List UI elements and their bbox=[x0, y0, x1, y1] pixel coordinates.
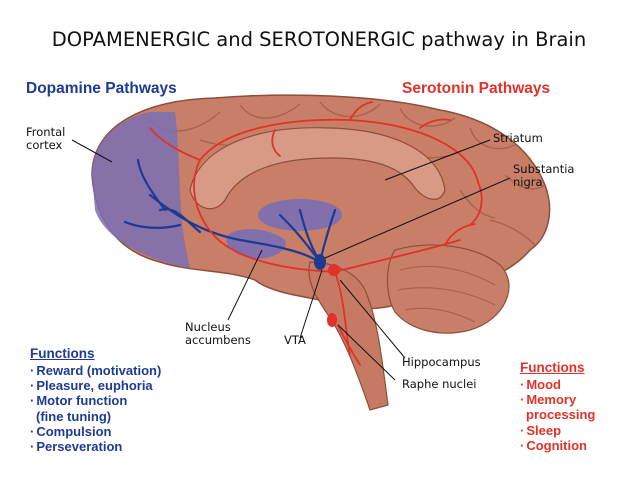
brainstem bbox=[308, 261, 389, 411]
serotonin-functions: Functions Mood Memory processing Sleep C… bbox=[520, 360, 595, 453]
label-frontal-cortex: Frontal cortex bbox=[26, 125, 66, 152]
list-item: Sleep bbox=[520, 423, 595, 438]
label-nucleus-accumbens: Nucleus accumbens bbox=[185, 320, 251, 347]
label-striatum: Striatum bbox=[493, 131, 543, 145]
label-hippocampus: Hippocampus bbox=[402, 355, 481, 369]
label-substantia-nigra: Substantia nigra bbox=[513, 162, 575, 189]
striatum-region bbox=[258, 199, 342, 231]
list-item: Mood bbox=[520, 377, 595, 392]
list-item: Perseveration bbox=[30, 439, 161, 454]
raphe-nucleus bbox=[327, 313, 337, 327]
vta-nucleus bbox=[314, 254, 326, 270]
list-item: Cognition bbox=[520, 438, 595, 453]
list-item: Compulsion bbox=[30, 424, 161, 439]
frontal-cortex-region bbox=[92, 112, 190, 268]
list-item: (fine tuning) bbox=[36, 408, 112, 424]
list-item: Reward (motivation) bbox=[30, 363, 161, 378]
serotonin-functions-heading: Functions bbox=[520, 360, 585, 375]
dopamine-functions-list: Reward (motivation) Pleasure, euphoria M… bbox=[30, 363, 161, 454]
list-item: processing bbox=[526, 407, 596, 423]
serotonin-nucleus bbox=[328, 264, 340, 276]
list-item: Memory bbox=[520, 392, 595, 407]
label-vta: VTA bbox=[284, 333, 306, 347]
serotonin-functions-list: Mood Memory processing Sleep Cognition bbox=[520, 377, 595, 453]
dopamine-heading: Dopamine Pathways bbox=[26, 80, 177, 97]
dopamine-functions-heading: Functions bbox=[30, 346, 95, 361]
serotonin-heading: Serotonin Pathways bbox=[402, 80, 551, 97]
page-title: DOPAMENERGIC and SEROTONERGIC pathway in… bbox=[51, 28, 587, 51]
corpus-callosum bbox=[189, 127, 446, 210]
list-item: Pleasure, euphoria bbox=[30, 378, 161, 393]
list-item: Motor function bbox=[30, 393, 161, 408]
label-raphe-nuclei: Raphe nuclei bbox=[402, 377, 477, 391]
dopamine-functions: Functions Reward (motivation) Pleasure, … bbox=[30, 346, 161, 454]
